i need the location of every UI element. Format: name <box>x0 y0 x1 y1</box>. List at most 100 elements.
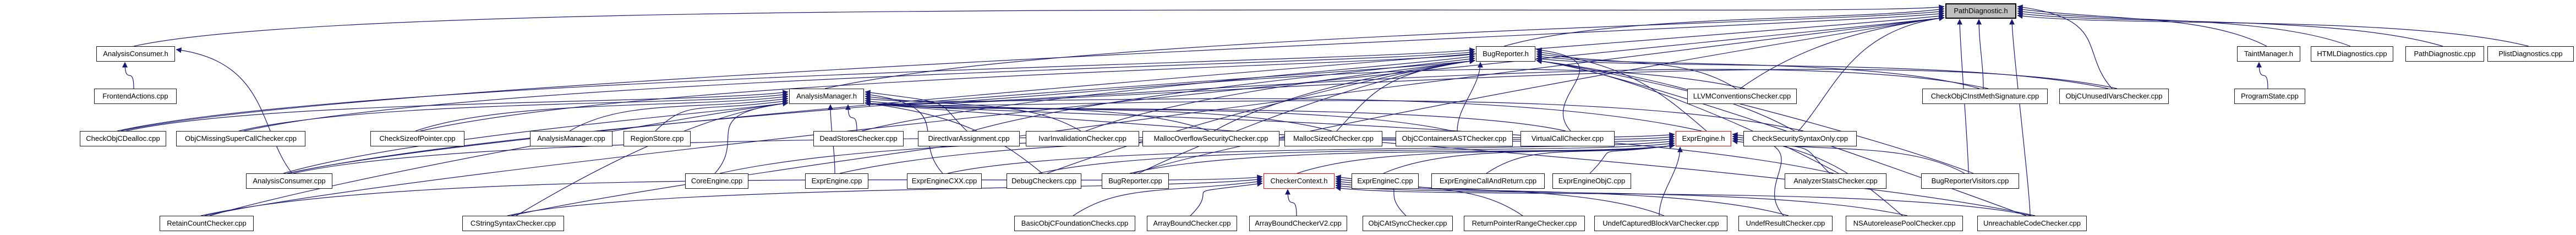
graph-node-basicobjcfoundationchecks-cpp[interactable]: BasicObjCFoundationChecks.cpp <box>1014 216 1135 231</box>
graph-node-pathdiagnostic-cpp[interactable]: PathDiagnostic.cpp <box>2405 46 2484 62</box>
graph-node-exprengine-cpp[interactable]: ExprEngine.cpp <box>805 173 868 189</box>
include-edge <box>1536 58 2027 216</box>
graph-node-exprenginecxx-cpp[interactable]: ExprEngineCXX.cpp <box>907 173 982 189</box>
graph-node-analysisconsumer-cpp[interactable]: AnalysisConsumer.cpp <box>246 173 332 189</box>
graph-node-directivarassignment-cpp[interactable]: DirectIvarAssignment.cpp <box>918 131 1020 146</box>
graph-node-regionstore-cpp[interactable]: RegionStore.cpp <box>624 131 691 146</box>
include-edge <box>1133 15 1945 174</box>
graph-node-exprengineobjc-cpp[interactable]: ExprEngineObjC.cpp <box>1552 173 1631 189</box>
graph-node-exprenginecallandreturn-cpp[interactable]: ExprEngineCallAndReturn.cpp <box>1431 173 1545 189</box>
include-edge <box>117 47 1475 132</box>
graph-node-retaincountchecker-cpp[interactable]: RetainCountChecker.cpp <box>160 216 254 231</box>
include-edge <box>121 11 1945 132</box>
graph-node-debugcheckers-cpp[interactable]: DebugCheckers.cpp <box>1007 173 1081 189</box>
graph-node-mallocsizeofchecker-cpp[interactable]: MallocSizeofChecker.cpp <box>1284 131 1382 146</box>
include-edge <box>1976 19 1984 89</box>
include-edge <box>1659 146 1683 216</box>
graph-node-pathdiagnostic-h: PathDiagnostic.h <box>1945 3 2016 19</box>
include-edge <box>1740 15 1945 89</box>
include-edge <box>865 101 1043 174</box>
include-edge <box>1190 181 1263 216</box>
graph-node-exprengine-h[interactable]: ExprEngine.h <box>1676 131 1731 146</box>
include-edge <box>655 99 789 132</box>
graph-node-objcatsyncchecker-cpp[interactable]: ObjCAtSyncChecker.cpp <box>1363 216 1453 231</box>
graph-node-llvmconventionschecker-cpp[interactable]: LLVMConventionsChecker.cpp <box>1687 89 1797 104</box>
include-edge <box>2017 9 2351 47</box>
include-edge <box>1047 58 1475 174</box>
graph-node-mallocoverflowsecuritychecker-cpp[interactable]: MallocOverflowSecurityChecker.cpp <box>1142 131 1279 146</box>
graph-node-checksizeofpointer-cpp[interactable]: CheckSizeofPointer.cpp <box>370 131 464 146</box>
include-edge <box>865 92 943 174</box>
include-edge <box>1536 50 1707 132</box>
graph-node-arrayboundcheckerv2-cpp[interactable]: ArrayBoundCheckerV2.cpp <box>1249 216 1347 231</box>
include-edge <box>1536 56 2109 89</box>
include-edge <box>516 101 789 216</box>
graph-node-analyzerstatschecker-cpp[interactable]: AnalyzerStatsChecker.cpp <box>1785 173 1886 189</box>
include-edge <box>865 101 1566 132</box>
graph-node-undefresultchecker-cpp[interactable]: UndefResultChecker.cpp <box>1738 216 1833 231</box>
include-edge <box>209 101 789 216</box>
graph-node-htmldiagnostics-cpp[interactable]: HTMLDiagnostics.cpp <box>2311 46 2393 62</box>
graph-node-objcmissingsupercallchecker-cpp[interactable]: ObjCMissingSuperCallChecker.cpp <box>176 131 305 146</box>
graph-node-bugreportervisitors-cpp[interactable]: BugReporterVisitors.cpp <box>1921 173 2019 189</box>
graph-node-bugreporter-h[interactable]: BugReporter.h <box>1476 46 1535 62</box>
graph-node-coreengine-cpp[interactable]: CoreEngine.cpp <box>685 173 748 189</box>
include-edge <box>2017 13 2529 47</box>
include-edge <box>1536 58 1974 174</box>
include-edge <box>200 174 1263 216</box>
include-edge <box>1073 179 1263 216</box>
graph-node-virtualcallchecker-cpp[interactable]: VirtualCallChecker.cpp <box>1521 131 1615 146</box>
graph-node-plistdiagnostics-cpp[interactable]: PlistDiagnostics.cpp <box>2487 46 2574 62</box>
include-edge <box>865 69 2118 107</box>
include-edge <box>1335 183 1908 216</box>
graph-node-unreachablecodechecker-cpp[interactable]: UnreachableCodeChecker.cpp <box>1977 216 2087 231</box>
graph-node-deadstoreschecker-cpp[interactable]: DeadStoresChecker.cpp <box>813 131 904 146</box>
graph-node-frontendactions-cpp[interactable]: FrontendActions.cpp <box>94 89 177 104</box>
graph-node-checkercontext-h[interactable]: CheckerContext.h <box>1264 173 1335 189</box>
graph-node-analysismanager-h[interactable]: AnalysisManager.h <box>789 89 864 104</box>
graph-node-arrayboundchecker-cpp[interactable]: ArrayBoundChecker.cpp <box>1147 216 1237 231</box>
include-edge <box>283 101 789 174</box>
include-edge <box>176 47 293 174</box>
include-edge <box>1285 189 1297 216</box>
include-edge <box>2017 11 2443 47</box>
include-edge <box>1129 143 1675 174</box>
graph-node-analysisconsumer-h[interactable]: AnalysisConsumer.h <box>96 46 175 62</box>
include-edge <box>1457 62 1483 132</box>
include-edge <box>2017 4 2113 89</box>
include-edge <box>1536 47 1580 132</box>
include-edge <box>1589 143 1675 174</box>
include-edge <box>2009 19 2031 216</box>
include-edge <box>1085 58 1475 132</box>
include-edge <box>204 15 1945 216</box>
graph-node-nsautoreleasepoolchecker-cpp[interactable]: NSAutoreleasePoolChecker.cpp <box>1846 216 1963 231</box>
graph-node-checkobjcinstmethsignature-cpp[interactable]: CheckObjCInstMethSignature.cpp <box>1922 89 2048 104</box>
graph-node-cstringsyntaxchecker-cpp[interactable]: CStringSyntaxChecker.cpp <box>462 216 564 231</box>
graph-node-checksecuritysyntaxonly-cpp[interactable]: CheckSecuritySyntaxOnly.cpp <box>1743 131 1857 146</box>
include-edge <box>865 94 1081 132</box>
include-edge <box>1798 15 1945 132</box>
include-edge <box>569 96 789 132</box>
graph-node-programstate-cpp[interactable]: ProgramState.cpp <box>2234 89 2305 104</box>
include-edge <box>865 69 1989 107</box>
graph-node-bugreporter-cpp[interactable]: BugReporter.cpp <box>1102 173 1169 189</box>
graph-node-taintmanager-h[interactable]: TaintManager.h <box>2237 46 2300 62</box>
graph-node-undefcapturedblockvarchecker-cpp[interactable]: UndefCapturedBlockVarChecker.cpp <box>1594 216 1727 231</box>
graph-node-checkobjcdealloc-cpp[interactable]: CheckObjCDealloc.cpp <box>80 131 166 146</box>
graph-node-exprenginec-cpp[interactable]: ExprEngineC.cpp <box>1352 173 1419 189</box>
graph-node-returnpointerrangechecker-cpp[interactable]: ReturnPointerRangeChecker.cpp <box>1464 216 1585 231</box>
include-edge <box>1336 58 1475 132</box>
graph-node-objcunusedivarschecker-cpp[interactable]: ObjCUnusedIVarsChecker.cpp <box>2059 89 2169 104</box>
graph-node-objccontainersastchecker-cpp[interactable]: ObjCContainersASTChecker.cpp <box>1396 131 1513 146</box>
include-edge <box>507 177 1263 216</box>
graph-node-ivarinvalidationchecker-cpp[interactable]: IvarInvalidationChecker.cpp <box>1026 131 1139 146</box>
include-edge <box>1213 58 1475 132</box>
include-edge <box>125 90 789 132</box>
graph-node-analysismanager-cpp[interactable]: AnalysisManager.cpp <box>530 131 612 146</box>
include-edge <box>971 56 1475 132</box>
include-edge <box>861 54 1475 132</box>
include-edge <box>865 69 1746 107</box>
include-edge <box>824 9 1945 89</box>
